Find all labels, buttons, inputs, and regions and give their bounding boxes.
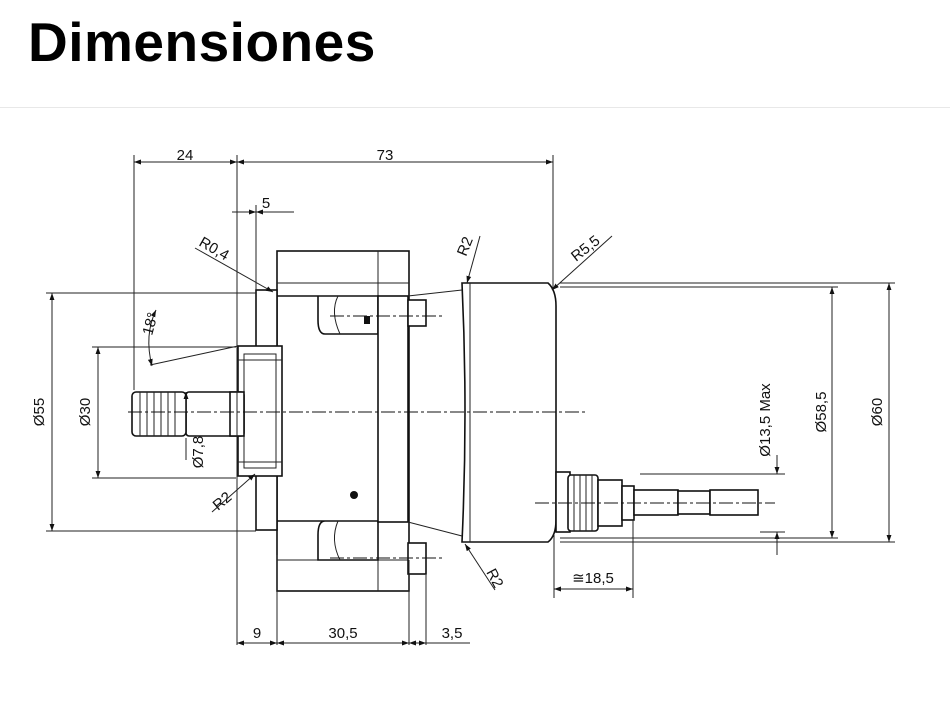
dim-r2-bottom: R2 (482, 566, 506, 591)
splined-end (131, 391, 187, 437)
dim-9: 9 (253, 625, 261, 642)
header-divider (0, 107, 950, 108)
dim-3-5: 3,5 (442, 625, 463, 642)
upper-slot (277, 295, 379, 335)
dim-approx-18-5: ≅18,5 (572, 570, 614, 587)
motor-body (131, 250, 759, 592)
dim-24: 24 (177, 147, 194, 164)
dimension-labels: 24 73 5 R0,4 R2 R5,5 18° Ø55 Ø30 Ø7,8 R2… (31, 147, 886, 642)
dim-r2-top: R2 (454, 234, 477, 258)
dim-dia-7-8: Ø7,8 (190, 436, 207, 469)
dim-30-5: 30,5 (328, 625, 357, 642)
dim-angle-18: 18° (139, 311, 161, 337)
center-lines (128, 315, 775, 559)
housing-collar (377, 295, 409, 523)
page-title: Dimensiones (28, 11, 376, 73)
upper-bolt (407, 299, 427, 327)
dimension-lines (49, 159, 892, 646)
page-header: Dimensiones (0, 0, 950, 107)
dim-dia-60: Ø60 (869, 398, 886, 426)
screw-mark (364, 316, 370, 324)
dim-73: 73 (377, 147, 394, 164)
dim-dia-30: Ø30 (77, 398, 94, 426)
technical-drawing: 24 73 5 R0,4 R2 R5,5 18° Ø55 Ø30 Ø7,8 R2… (0, 108, 950, 720)
dim-dia-55: Ø55 (31, 398, 48, 426)
dim-5: 5 (262, 195, 270, 212)
dim-dia-13-5-max: Ø13,5 Max (757, 383, 774, 457)
extension-lines (46, 155, 895, 645)
dim-r0-4: R0,4 (196, 234, 232, 265)
lower-slot (277, 520, 379, 561)
screw-hole (350, 491, 358, 499)
motor-dimension-drawing: 24 73 5 R0,4 R2 R5,5 18° Ø55 Ø30 Ø7,8 R2… (31, 147, 895, 646)
dim-dia-58-5: Ø58,5 (813, 392, 830, 433)
